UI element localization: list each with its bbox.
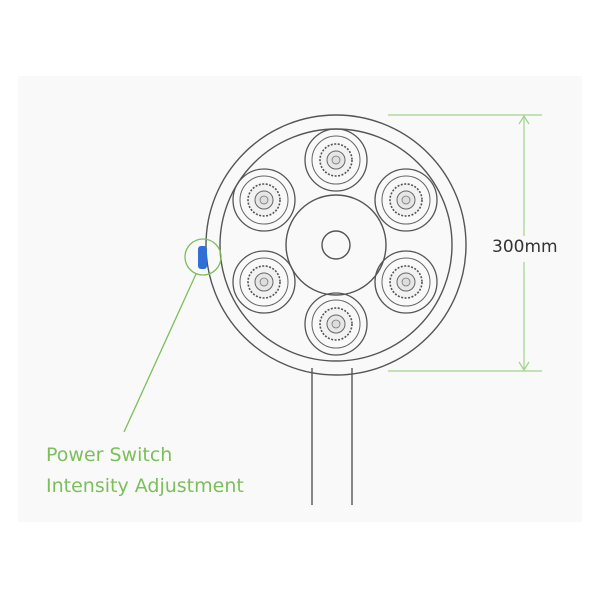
arrow-down-icon xyxy=(518,361,530,372)
callout-label-intensity: Intensity Adjustment xyxy=(46,475,244,497)
callout xyxy=(123,238,222,433)
led-module xyxy=(374,168,438,232)
arrow-up-icon xyxy=(518,114,530,125)
lamp-stem xyxy=(311,368,353,505)
lamp-outer-rim xyxy=(205,114,467,376)
lamp-center-hole xyxy=(321,230,351,260)
led-module xyxy=(304,292,368,356)
dimension-label: 300mm xyxy=(490,236,560,258)
power-switch-icon[interactable] xyxy=(198,246,207,269)
callout-circle xyxy=(184,238,222,276)
led-module xyxy=(304,128,368,192)
led-module xyxy=(232,250,296,314)
diagram-panel xyxy=(18,76,582,522)
dimension-lines xyxy=(388,114,542,372)
lamp-center-hub xyxy=(285,194,387,296)
callout-label-power-switch: Power Switch xyxy=(46,444,173,466)
led-module xyxy=(232,168,296,232)
callout-leader-line xyxy=(123,273,197,433)
led-module xyxy=(374,250,438,314)
